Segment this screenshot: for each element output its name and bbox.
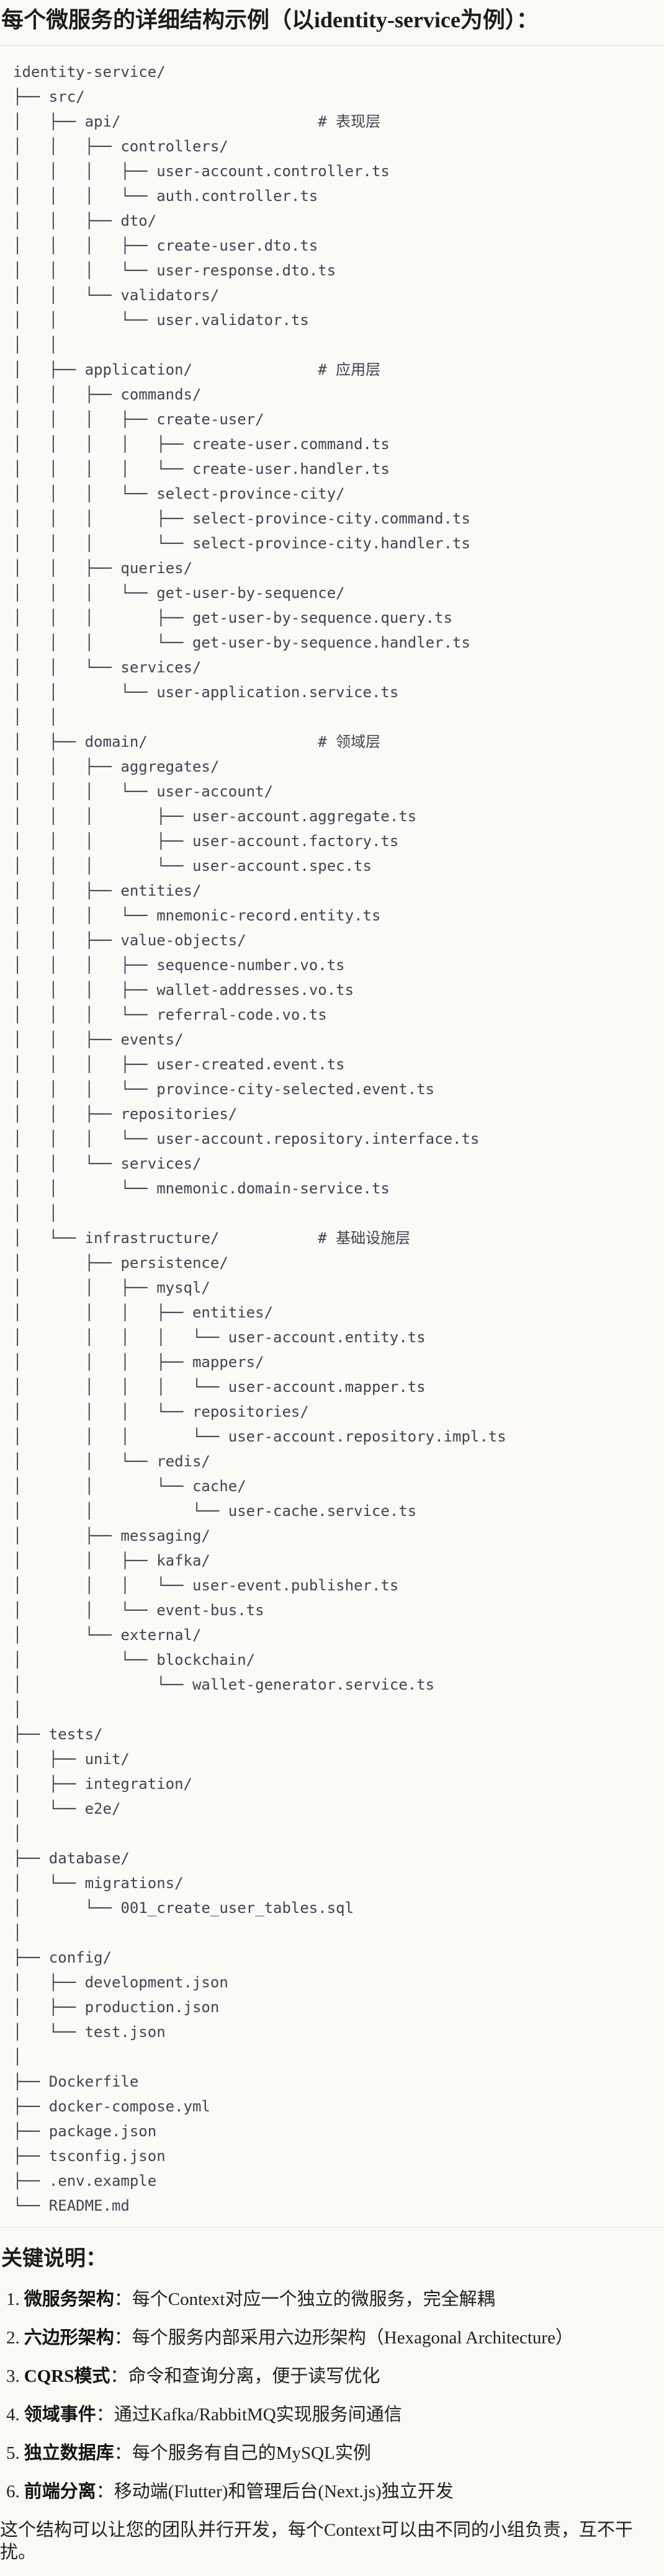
note-label: 领域事件 [24,2405,96,2425]
note-number: 2. [6,2328,20,2348]
note-text: ：每个Context对应一个独立的微服务，完全解耦 [114,2289,495,2309]
note-label: 六边形架构 [24,2328,114,2348]
note-text: ：每个服务内部采用六边形架构（Hexagonal Architecture） [114,2328,573,2348]
note-label: 独立数据库 [24,2443,114,2463]
note-item-1: 1.微服务架构：每个Context对应一个独立的微服务，完全解耦 [0,2288,664,2311]
note-label: 微服务架构 [24,2289,114,2309]
note-number: 3. [6,2366,20,2386]
note-item-5: 5.独立数据库：每个服务有自己的MySQL实例 [0,2442,664,2464]
note-number: 4. [6,2405,20,2425]
note-number: 5. [6,2443,20,2463]
note-number: 6. [6,2482,20,2502]
note-item-6: 6.前端分离：移动端(Flutter)和管理后台(Next.js)独立开发 [0,2480,664,2503]
note-number: 1. [6,2289,20,2309]
directory-tree: identity-service/ ├── src/ │ ├── api/ # … [13,63,506,2214]
notes-list: 1.微服务架构：每个Context对应一个独立的微服务，完全解耦 2.六边形架构… [0,2288,664,2503]
note-item-3: 3.CQRS模式：命令和查询分离，便于读写优化 [0,2365,664,2387]
closing-paragraph: 这个结构可以让您的团队并行开发，每个Context可以由不同的小组负责，互不干扰… [0,2520,633,2562]
directory-tree-codeblock: identity-service/ ├── src/ │ ├── api/ # … [0,45,664,2227]
note-text: ：移动端(Flutter)和管理后台(Next.js)独立开发 [96,2482,454,2502]
note-item-4: 4.领域事件：通过Kafka/RabbitMQ实现服务间通信 [0,2404,664,2426]
page-title: 每个微服务的详细结构示例（以identity-service为例）： [1,7,539,32]
notes-heading: 关键说明： [1,2247,107,2270]
note-text: ：命令和查询分离，便于读写优化 [110,2366,380,2386]
note-label: 前端分离 [24,2482,96,2502]
note-text: ：通过Kafka/RabbitMQ实现服务间通信 [96,2405,402,2425]
note-label: CQRS模式 [24,2366,110,2386]
note-text: ：每个服务有自己的MySQL实例 [114,2443,371,2463]
note-item-2: 2.六边形架构：每个服务内部采用六边形架构（Hexagonal Architec… [0,2327,664,2349]
